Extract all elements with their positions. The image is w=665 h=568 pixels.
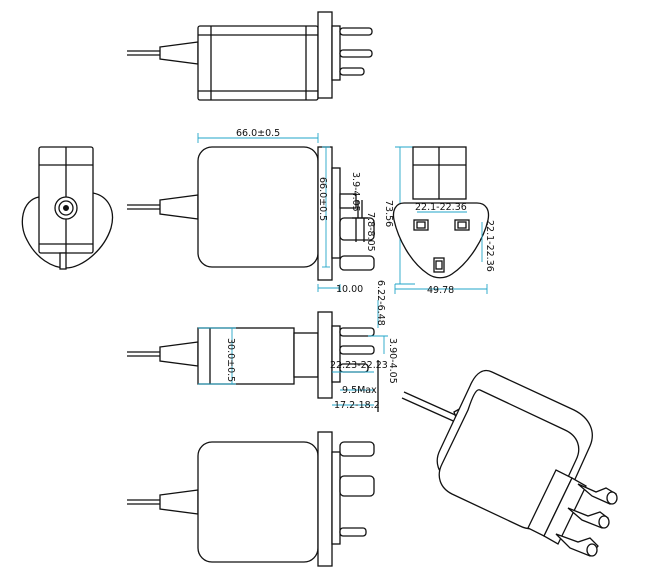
front-view-dimensions	[197, 133, 368, 292]
dim-pin-spacing-v: 22.1-22.36	[484, 220, 495, 272]
dim-plug-height: 73.56	[383, 200, 394, 227]
dim-pin-width: 3.9-4.05	[350, 172, 361, 212]
dim-depth: 30.0±0.5	[225, 338, 236, 382]
front-view	[127, 146, 375, 281]
dim-height: 66.0±0.5	[317, 177, 328, 221]
dim-pin-total: 17.2-18.2	[334, 400, 380, 411]
dim-pin-thickness: 7.8-8.05	[365, 212, 376, 252]
dim-pin-depth: 3.90-4.05	[387, 338, 398, 384]
bottom-view	[127, 431, 375, 567]
pin-middle	[567, 507, 610, 529]
dim-earth-pin-offset: 6.22-6.48	[375, 280, 386, 326]
dim-pin-length: 22.23-22.23	[330, 360, 388, 371]
pin-top	[577, 483, 618, 505]
plug-face-view	[392, 146, 490, 294]
pin-bottom	[555, 533, 599, 557]
dim-pin-extension: 10.00	[336, 284, 363, 295]
perspective-view	[401, 369, 618, 557]
dim-sleeve-max: 9.5Max	[342, 385, 377, 396]
dimension-labels: 66.0±0.5 66.0±0.5 3.9-4.05 7.8-8.05 10.0…	[225, 128, 495, 411]
side-view	[127, 300, 388, 412]
side-profile-view	[21, 146, 114, 270]
dim-width: 66.0±0.5	[236, 128, 280, 139]
dim-pin-spacing-h: 22.1-22.36	[415, 202, 467, 213]
top-view	[127, 11, 373, 101]
dim-plug-width: 49.78	[427, 285, 454, 296]
